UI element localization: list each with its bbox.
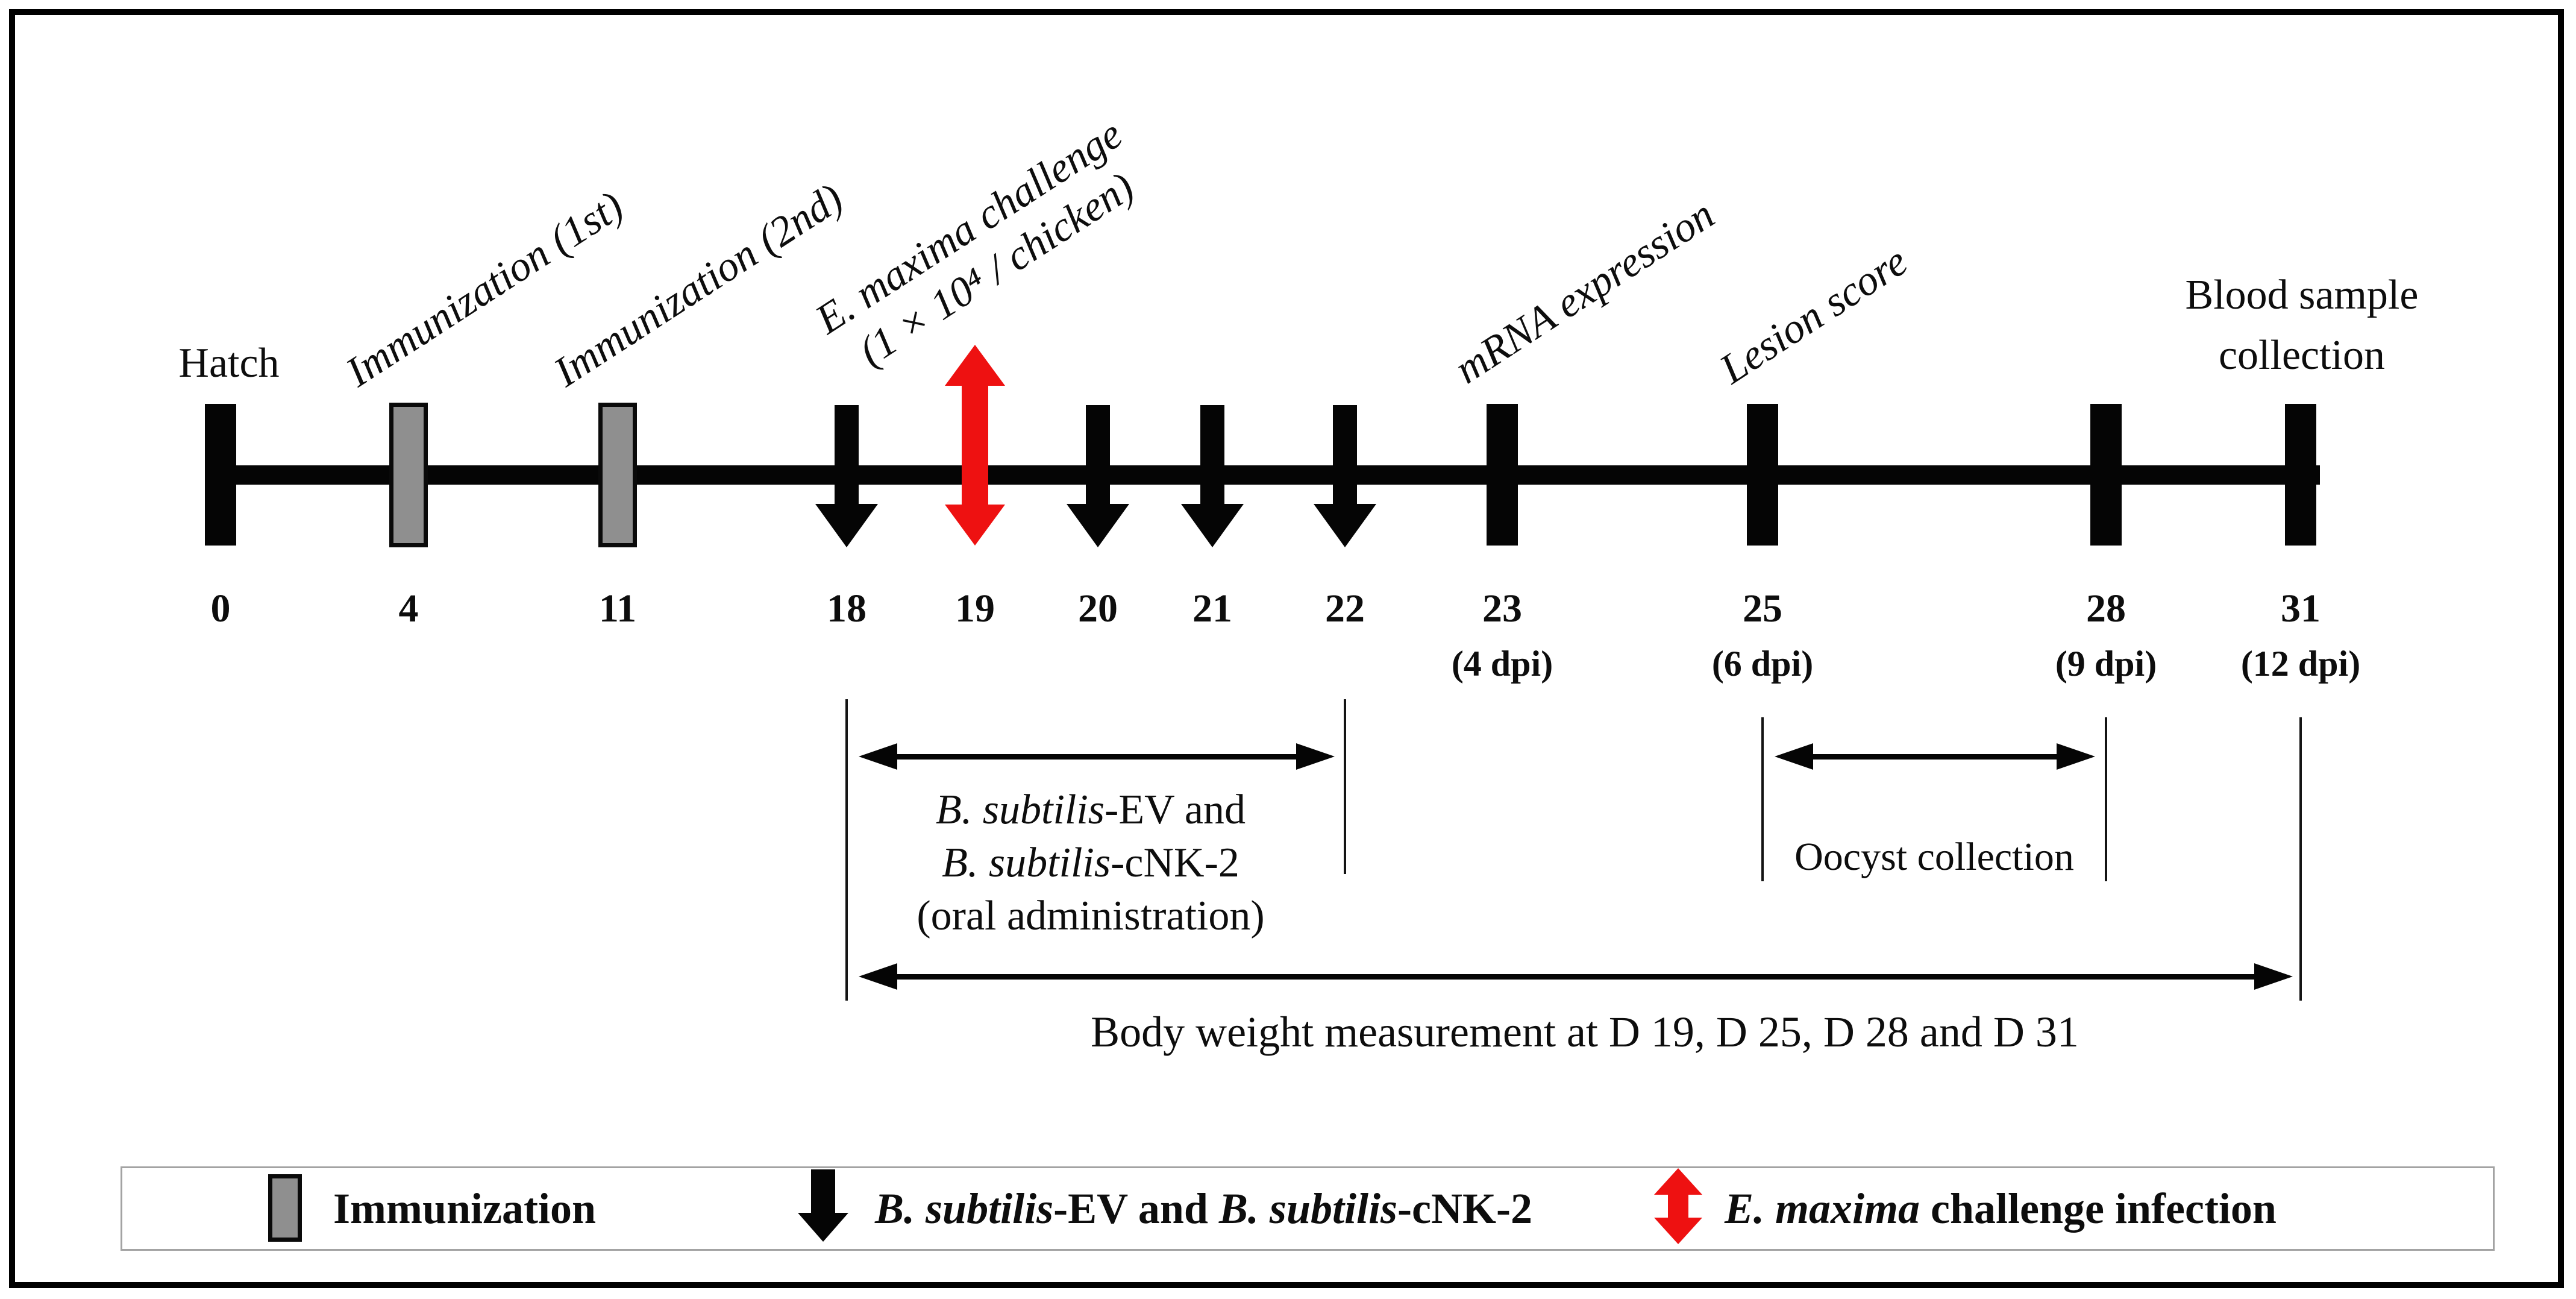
- species-name: B. subtilis: [942, 840, 1111, 886]
- down-arrow-icon: [1067, 504, 1129, 547]
- down-arrow-icon: [815, 504, 878, 547]
- immunization-marker-day-11: [598, 403, 637, 547]
- down-arrowhead-icon: [798, 1213, 848, 1242]
- down-arrow-icon: [1181, 504, 1244, 547]
- day-label-28: 28: [2086, 587, 2126, 631]
- challenge-suffix: challenge infection: [1920, 1184, 2277, 1233]
- label-hatch: Hatch: [178, 340, 280, 386]
- day-label-23: 23: [1482, 587, 1522, 631]
- immunization-swatch-icon: [268, 1174, 302, 1242]
- species-name: B. subtilis: [875, 1184, 1054, 1233]
- arrow-shaft: [1086, 405, 1110, 508]
- down-arrowhead-icon: [1654, 1218, 1702, 1244]
- day-label-20: 20: [1078, 587, 1118, 631]
- legend-label-immunization: Immunization: [333, 1184, 597, 1233]
- guide-line-day-22: [1344, 699, 1346, 874]
- oocyst-span-arrow: [1775, 743, 2095, 770]
- dpi-label-23: (4 dpi): [1451, 644, 1553, 684]
- body-weight-span-arrow: [859, 963, 2293, 990]
- oral-admin-arrow-day-22: [1314, 405, 1376, 547]
- strain-suffix: -cNK-2: [1111, 840, 1239, 886]
- arrow-shaft: [1333, 405, 1357, 508]
- challenge-swatch-icon: [1654, 1168, 1702, 1244]
- oral-admin-span-arrow: [859, 743, 1335, 770]
- up-arrowhead-icon: [945, 345, 1005, 386]
- arrow-line: [888, 974, 2264, 980]
- arrow-shaft: [1668, 1192, 1688, 1220]
- species-name: B. subtilis: [936, 787, 1105, 833]
- legend-label-challenge: E. maxima challenge infection: [1725, 1184, 2277, 1233]
- oral-admin-arrow-day-20: [1067, 405, 1129, 547]
- legend-label-subtilis: B. subtilis-EV and B. subtilis-cNK-2: [875, 1184, 1532, 1233]
- arrow-shaft: [962, 383, 988, 507]
- oral-admin-swatch-icon: [798, 1169, 848, 1242]
- species-name: E. maxima: [1725, 1184, 1920, 1233]
- oral-administration-text: B. subtilis-EV and B. subtilis-cNK-2 (or…: [886, 784, 1296, 943]
- day-label-31: 31: [2281, 587, 2321, 631]
- species-name: B. subtilis: [1218, 1184, 1398, 1233]
- guide-line-day-31: [2299, 717, 2302, 1001]
- tick-day-28: [2090, 404, 2122, 546]
- arrow-line: [888, 754, 1306, 760]
- immunization-marker-day-4: [389, 403, 428, 547]
- guide-line-day-25: [1761, 717, 1764, 881]
- day-label-18: 18: [827, 587, 867, 631]
- arrow-shaft: [835, 405, 859, 508]
- strain-suffix: -EV and: [1105, 787, 1246, 833]
- dpi-label-31: (12 dpi): [2240, 644, 2361, 684]
- down-arrowhead-icon: [945, 505, 1005, 546]
- oral-line-3: (oral administration): [917, 893, 1265, 939]
- strain-suffix: -EV and: [1053, 1184, 1219, 1233]
- oral-line-2: B. subtilis-cNK-2: [886, 837, 1296, 890]
- figure-border: [9, 9, 2564, 1288]
- day-label-21: 21: [1192, 587, 1232, 631]
- arrow-shaft: [1200, 405, 1224, 508]
- up-arrowhead-icon: [1654, 1168, 1702, 1195]
- tick-day-25: [1747, 404, 1778, 546]
- guide-line-day-18: [845, 699, 848, 1001]
- right-arrowhead-icon: [2254, 963, 2293, 990]
- oral-line-1: B. subtilis-EV and: [886, 784, 1296, 837]
- tick-day-0: [205, 404, 236, 546]
- right-arrowhead-icon: [1296, 743, 1335, 770]
- oocyst-collection-text: Oocyst collection: [1794, 835, 2074, 879]
- body-weight-text: Body weight measurement at D 19, D 25, D…: [1091, 1008, 2079, 1056]
- guide-line-day-28: [2105, 717, 2107, 881]
- label-blood-sample-collection: Blood sample collection: [2185, 272, 2419, 379]
- tick-day-23: [1487, 404, 1518, 546]
- dpi-label-25: (6 dpi): [1711, 644, 1814, 684]
- day-label-19: 19: [955, 587, 995, 631]
- legend-box: [121, 1166, 2495, 1251]
- day-label-11: 11: [598, 587, 637, 631]
- challenge-arrow-day-19: [945, 345, 1005, 546]
- oral-admin-arrow-day-18: [815, 405, 878, 547]
- dpi-label-28: (9 dpi): [2055, 644, 2157, 684]
- arrow-line: [1804, 754, 2066, 760]
- day-label-25: 25: [1743, 587, 1782, 631]
- day-label-4: 4: [398, 587, 419, 631]
- timeline-axis: [208, 465, 2320, 485]
- arrow-shaft: [811, 1169, 835, 1215]
- strain-suffix: -cNK-2: [1397, 1184, 1532, 1233]
- oral-admin-arrow-day-21: [1181, 405, 1244, 547]
- day-label-0: 0: [210, 587, 231, 631]
- down-arrow-icon: [1314, 504, 1376, 547]
- right-arrowhead-icon: [2057, 743, 2095, 770]
- day-label-22: 22: [1325, 587, 1365, 631]
- tick-day-31: [2285, 404, 2316, 546]
